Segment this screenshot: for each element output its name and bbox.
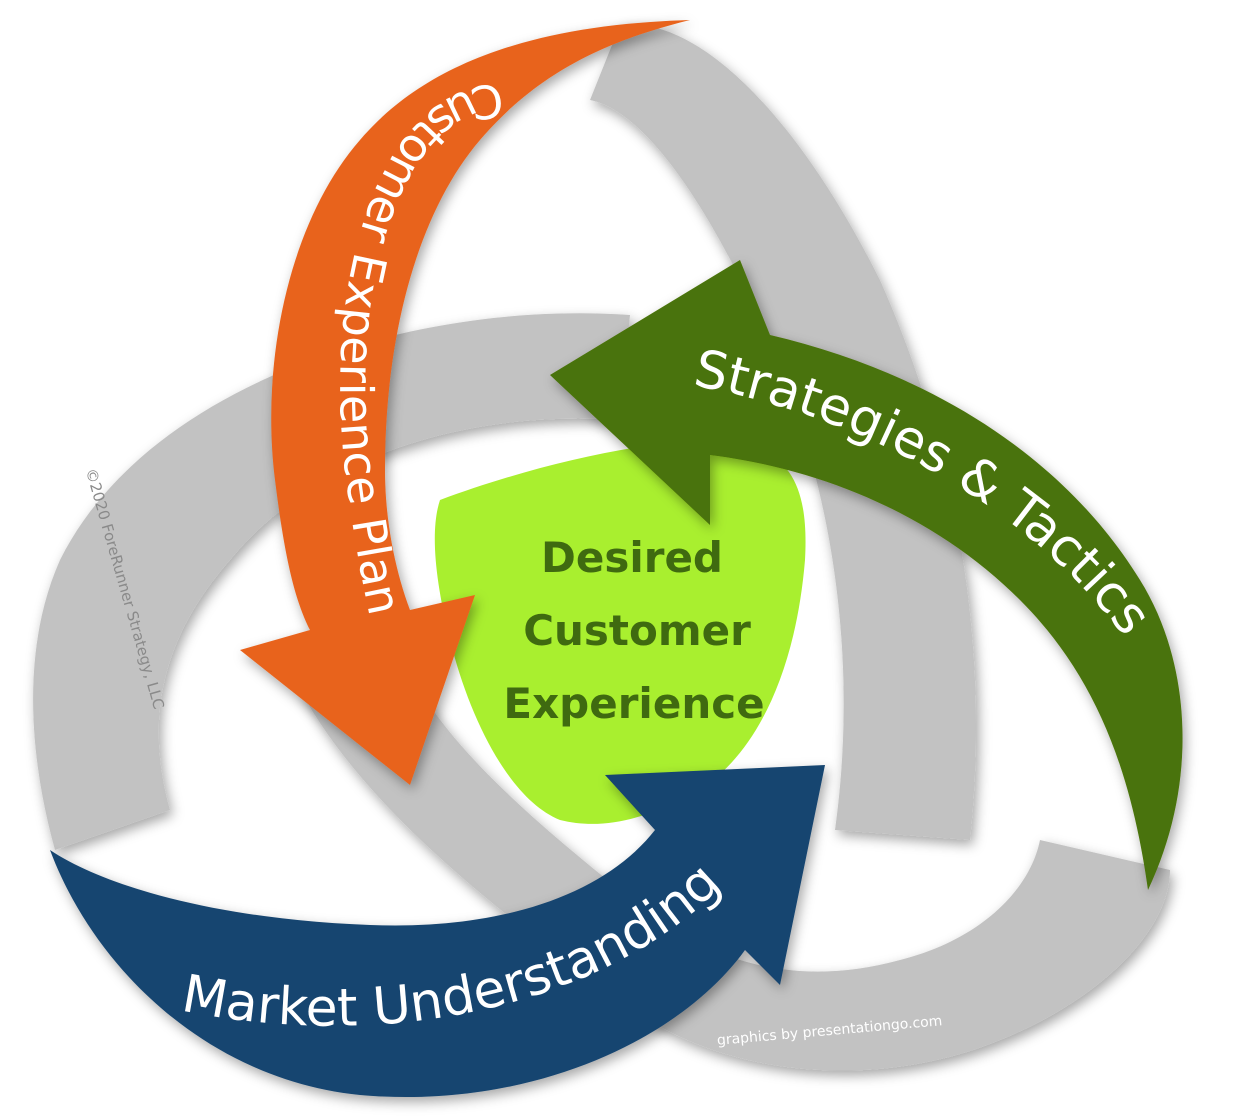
center-shape [434, 440, 806, 824]
grey-band-bottom [300, 650, 1170, 1071]
arrow-customer-experience-plan-shape [240, 20, 690, 785]
arrow-market-understanding-shape [50, 765, 825, 1098]
grey-band-right [590, 24, 976, 840]
center-label-line-1: Desired [541, 533, 723, 582]
center-label: Desired Customer Experience [503, 533, 764, 728]
grey-band-group [33, 24, 1170, 1071]
grey-band-left [33, 313, 631, 850]
arrow-strategies-tactics-shape [550, 260, 1183, 890]
center-label-line-3: Experience [503, 679, 764, 728]
center-label-line-2: Customer [523, 606, 751, 655]
